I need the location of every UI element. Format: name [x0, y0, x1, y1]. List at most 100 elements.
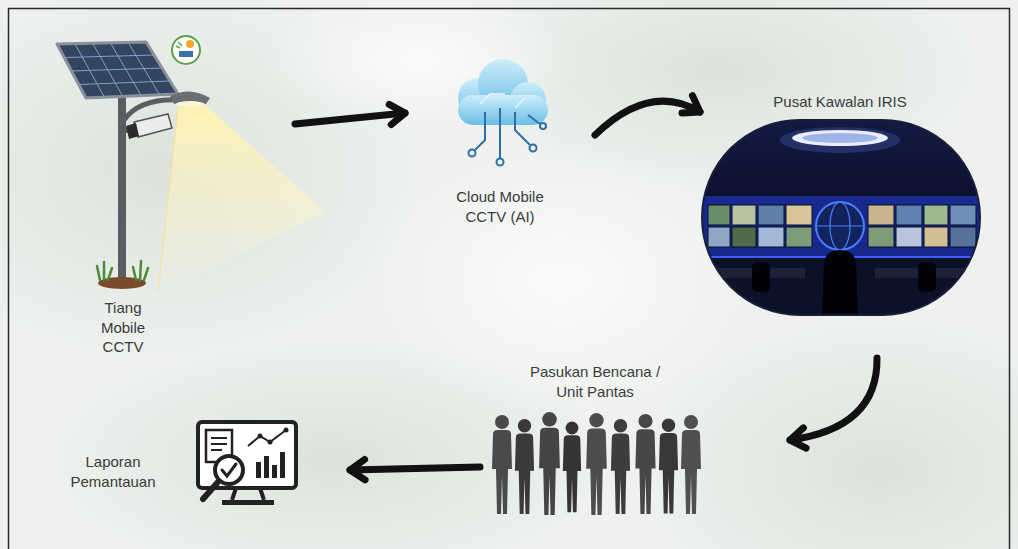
arrow-head: [389, 104, 405, 124]
control-room-photo-part: [702, 120, 980, 315]
solar-cctv-pole-part: [57, 42, 178, 98]
report-monitor-icon-part: [268, 440, 273, 445]
control-room-photo-part-part: [822, 250, 858, 315]
control-room-photo-part-part-part: [786, 205, 812, 225]
report-monitor-icon-part: [272, 465, 277, 478]
watercolor-background-part: [9, 9, 1010, 549]
report-monitor-icon-part: [203, 482, 218, 499]
control-room-photo-part-part: [752, 262, 770, 292]
control-room-photo-part-part-part: [868, 227, 894, 247]
cloud-node: Cloud Mobile CCTV (AI): [405, 50, 595, 235]
solar-cctv-pole-part: [124, 100, 180, 120]
ai-cloud-icon-part-part: [458, 95, 548, 125]
report-monitor-icon-part: [215, 456, 243, 484]
solar-cctv-pole-part: [179, 51, 193, 57]
report-monitor-icon-part: [232, 488, 264, 500]
ai-cloud-icon-part-part: [528, 115, 540, 124]
ai-cloud-icon-part-part: [530, 145, 537, 152]
team-silhouettes-part: [586, 413, 607, 515]
report-monitor-icon-part: [222, 500, 274, 505]
flow-arrow: [790, 358, 877, 448]
control-room-photo: [700, 118, 984, 318]
watercolor-background-part: [260, 0, 580, 130]
control-room-photo-part-part: [792, 130, 888, 146]
node-label: Tiang Mobile CCTV: [83, 298, 163, 357]
flow-arrow: [595, 96, 700, 135]
control-room-photo-part-part-part: [758, 227, 784, 247]
report-monitor-icon-part: [284, 428, 289, 433]
control-room-photo-part-part: [918, 262, 936, 292]
team-silhouettes-part: [492, 415, 512, 514]
team-silhouettes-part: [659, 419, 678, 514]
control-room-photo-part-part-part: [896, 227, 922, 247]
solar-cctv-pole-part-part: [72, 68, 163, 71]
solar-cctv-pole-part: [158, 106, 326, 292]
solar-cctv-pole-part: [134, 114, 172, 137]
team-silhouettes-part: [563, 422, 581, 513]
solar-cctv-pole-part: [64, 42, 170, 97]
team-silhouettes-part: [539, 412, 560, 515]
control-room-photo-part-part: [816, 202, 864, 250]
report-monitor-icon-part: [222, 464, 236, 476]
solar-cctv-pole-part: [97, 261, 148, 280]
ai-cloud-icon-part-part: [469, 150, 476, 157]
arrow-shaft: [295, 113, 405, 124]
watercolor-background-part: [360, 140, 760, 420]
node-label: Laporan Pemantauan: [63, 452, 163, 491]
flow-arrow: [295, 104, 405, 124]
control-room-photo-part-part: [802, 133, 878, 143]
ai-cloud-icon-part-part: [515, 112, 530, 145]
solar-cctv-pole-part: [176, 42, 182, 48]
ai-cloud-icon-part-part: [497, 159, 504, 166]
team-node: Pasukan Bencana / Unit Pantas: [480, 360, 790, 520]
report-monitor-icon-part: [256, 462, 261, 478]
control-room-node: Pusat Kawalan IRIS: [700, 88, 982, 358]
arrow-head: [682, 96, 700, 113]
team-silhouettes-part: [515, 419, 534, 514]
arrow-shaft: [350, 467, 480, 470]
ai-cloud-icon-part: [469, 108, 547, 166]
arrow-head: [790, 428, 806, 448]
ai-cloud-icon-part-part: [499, 108, 501, 158]
team-silhouettes-part: [635, 414, 655, 514]
report-monitor-icon-part: [280, 452, 285, 478]
control-room-photo-part-part: [702, 120, 980, 315]
solar-cctv-pole-part: [172, 36, 200, 64]
report-monitor-icon-part: [211, 438, 227, 450]
control-room-photo-part-part-part: [786, 227, 812, 247]
control-room-photo-part-part-part: [708, 227, 730, 247]
control-room-photo-part-part-part: [758, 205, 784, 225]
control-room-photo-part-part-part: [732, 227, 756, 247]
control-room-photo-part-part: [816, 225, 864, 226]
ai-cloud-icon-part: [458, 59, 548, 125]
node-label: Pasukan Bencana / Unit Pantas: [520, 362, 670, 401]
solar-cctv-pole-part-part: [79, 81, 170, 85]
solar-cctv-pole-part: [186, 40, 194, 48]
ai-cloud-icon-part: [480, 94, 525, 108]
ai-cloud-icon-part-part: [540, 123, 546, 129]
report-monitor-icon-part: [198, 422, 296, 488]
control-room-photo-part-part-part: [950, 205, 976, 225]
control-room-photo-part-part-part: [950, 227, 976, 247]
solar-cctv-pole-part: [158, 108, 178, 292]
flow-arrow: [350, 459, 480, 479]
team-silhouettes-part: [681, 415, 701, 514]
node-label: Pusat Kawalan IRIS: [720, 92, 960, 112]
team-silhouettes-part: [611, 419, 630, 514]
report-monitor-icon: [198, 422, 296, 505]
control-room-photo-part-part-part: [732, 205, 756, 225]
control-room-photo-part-part-part: [896, 205, 922, 225]
control-room-photo-part-part: [702, 196, 980, 258]
arrow-shaft: [595, 101, 700, 135]
arrow-head: [350, 459, 365, 479]
control-room-photo-part-part-part: [708, 205, 730, 225]
report-monitor-icon-part: [264, 456, 269, 478]
ai-cloud-icon: [458, 59, 548, 166]
report-monitor-icon-part: [258, 434, 263, 439]
pole-node: Tiang Mobile CCTV: [45, 30, 295, 365]
report-monitor-icon-part: [248, 430, 286, 446]
control-room-photo-part-part-part: [924, 227, 948, 247]
